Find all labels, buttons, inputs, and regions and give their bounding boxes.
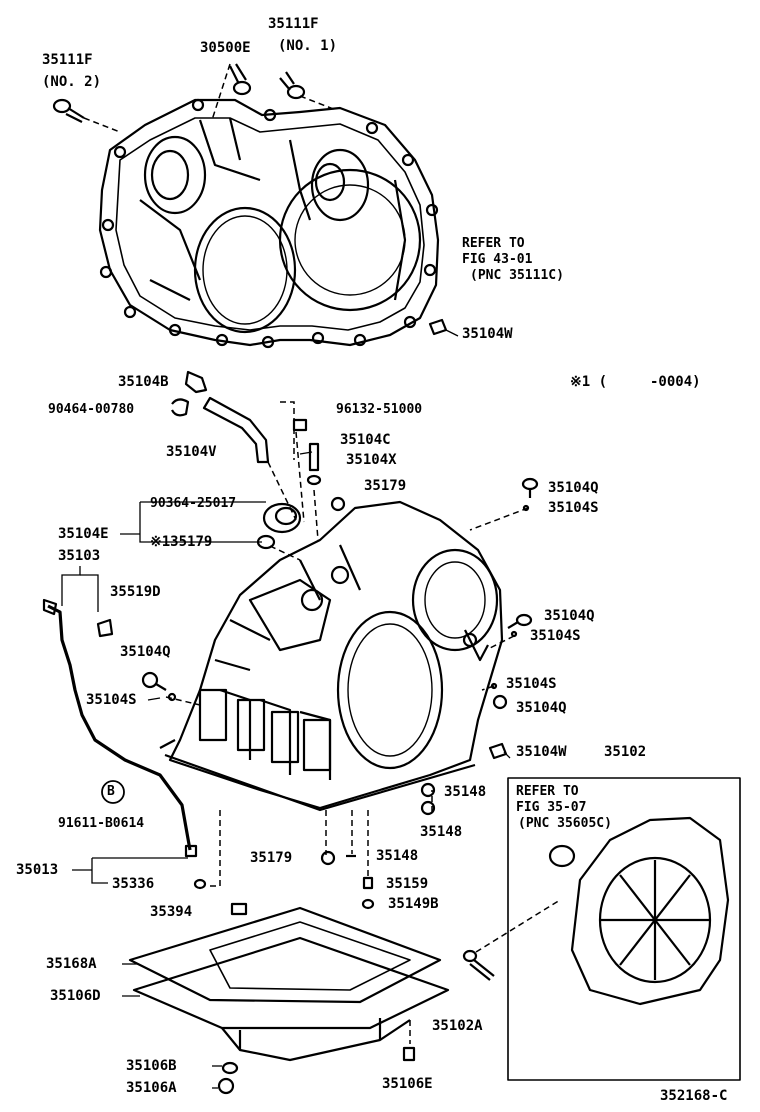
hose-35104v bbox=[202, 396, 270, 464]
gasket-35149b bbox=[361, 898, 375, 910]
gasket-35168a bbox=[128, 906, 442, 1004]
note-serial-mark: ※1 ( bbox=[570, 374, 608, 390]
label-135179: ※135179 bbox=[150, 534, 213, 550]
note-refer-top-line3: (PNC 35111C) bbox=[470, 268, 564, 283]
label-35168a: 35168A bbox=[46, 956, 97, 972]
label-35519d: 35519D bbox=[110, 584, 161, 600]
note-refer-box-line2: FIG 35-07 bbox=[516, 800, 587, 815]
label-35111f-no2-sub: (NO. 2) bbox=[42, 74, 102, 90]
label-35336: 35336 bbox=[112, 876, 155, 892]
reference-b-badge-circle bbox=[101, 780, 125, 804]
note-serial-range: -0004) bbox=[650, 374, 701, 390]
label-35104q-r2: 35104Q bbox=[544, 608, 595, 624]
bolt-35104q-r2 bbox=[507, 613, 533, 629]
label-35104x: 35104X bbox=[346, 452, 397, 468]
cap-90364 bbox=[262, 502, 302, 534]
plug-35179-top bbox=[330, 496, 346, 512]
label-30500e: 30500E bbox=[200, 40, 251, 56]
note-refer-box-line1: REFER TO bbox=[516, 784, 579, 799]
label-35104s-r1: 35104S bbox=[548, 500, 599, 516]
label-90364-25017: 90364-25017 bbox=[150, 496, 237, 511]
label-35104w-top: 35104W bbox=[462, 326, 513, 342]
label-35103: 35103 bbox=[58, 548, 101, 564]
bolt-35104q-left bbox=[141, 671, 167, 691]
label-35102: 35102 bbox=[604, 744, 647, 760]
label-35179-top: 35179 bbox=[364, 478, 407, 494]
label-35159: 35159 bbox=[386, 876, 429, 892]
pin-35104w-top bbox=[428, 318, 448, 336]
label-90464-00780: 90464-00780 bbox=[48, 402, 135, 417]
label-35104q-left: 35104Q bbox=[120, 644, 171, 660]
plug-35179-bottom bbox=[320, 850, 336, 866]
label-35104q-r1: 35104Q bbox=[548, 480, 599, 496]
gasket-35104x bbox=[306, 474, 322, 486]
reference-b-badge: B bbox=[107, 784, 115, 799]
bolt-35104q-r3 bbox=[492, 694, 508, 710]
label-35394: 35394 bbox=[150, 904, 193, 920]
transaxle-housing bbox=[98, 98, 440, 349]
ring-35148-b bbox=[420, 800, 436, 816]
clamp-35519d bbox=[96, 618, 114, 638]
label-35106b: 35106B bbox=[126, 1058, 177, 1074]
label-35102a: 35102A bbox=[432, 1018, 483, 1034]
label-35104b: 35104B bbox=[118, 374, 169, 390]
label-35106a: 35106A bbox=[126, 1080, 177, 1096]
washer-35104s-r2 bbox=[510, 630, 518, 638]
label-35111f-no1-sub: (NO. 1) bbox=[278, 38, 338, 54]
bolt-35106e bbox=[402, 1046, 416, 1062]
label-35104s-r3: 35104S bbox=[506, 676, 557, 692]
bolt-35102a bbox=[462, 949, 495, 981]
gasket-35106a bbox=[217, 1077, 235, 1095]
label-96132-51000: 96132-51000 bbox=[336, 402, 423, 417]
bolt-30500e bbox=[229, 63, 252, 96]
note-refer-box-line3: (PNC 35605C) bbox=[518, 816, 612, 831]
clamp-90464 bbox=[171, 398, 190, 417]
label-35104q-r3: 35104Q bbox=[516, 700, 567, 716]
label-35179-bottom: 35179 bbox=[250, 850, 293, 866]
label-35111f-no1: 35111F bbox=[268, 16, 319, 32]
label-35104v: 35104V bbox=[166, 444, 217, 460]
label-35104c: 35104C bbox=[340, 432, 391, 448]
label-35106d: 35106D bbox=[50, 988, 101, 1004]
cable-35013 bbox=[42, 598, 198, 858]
ring-35148-a bbox=[420, 782, 436, 798]
label-35013: 35013 bbox=[16, 862, 59, 878]
label-35149b: 35149B bbox=[388, 896, 439, 912]
pin-35104w-mid bbox=[488, 742, 508, 760]
magnet-35394 bbox=[230, 902, 248, 916]
label-35106e: 35106E bbox=[382, 1076, 433, 1092]
label-35148-b: 35148 bbox=[420, 824, 463, 840]
label-35104s-r2: 35104S bbox=[530, 628, 581, 644]
label-35104s-left: 35104S bbox=[86, 692, 137, 708]
label-35111f-no2: 35111F bbox=[42, 52, 93, 68]
figure-code: 352168-C bbox=[660, 1088, 728, 1104]
bolt-35104q-r1 bbox=[521, 477, 539, 498]
union-35104c bbox=[308, 442, 320, 472]
plug-96132 bbox=[292, 418, 308, 432]
oil-pan-35106d bbox=[132, 921, 450, 1062]
washer-35104s-left bbox=[167, 692, 177, 702]
label-35104w-mid: 35104W bbox=[516, 744, 567, 760]
label-91611-b0614: 91611-B0614 bbox=[58, 816, 145, 831]
extension-housing-35102 bbox=[548, 816, 730, 1006]
label-35104e: 35104E bbox=[58, 526, 109, 542]
bolt-35111f-no1 bbox=[279, 71, 306, 100]
refer-box-frame bbox=[507, 777, 741, 1081]
label-35148-a: 35148 bbox=[444, 784, 487, 800]
bracket-35336 bbox=[193, 878, 207, 890]
bolt-35111f-no2 bbox=[52, 98, 85, 123]
transaxle-case bbox=[159, 500, 504, 812]
note-refer-top-line1: REFER TO bbox=[462, 236, 525, 251]
breather-35104b bbox=[184, 370, 208, 394]
drain-plug-35106b bbox=[221, 1061, 239, 1075]
label-35148-c: 35148 bbox=[376, 848, 419, 864]
pipe-35159 bbox=[362, 876, 374, 890]
note-refer-top-line2: FIG 43-01 bbox=[462, 252, 533, 267]
